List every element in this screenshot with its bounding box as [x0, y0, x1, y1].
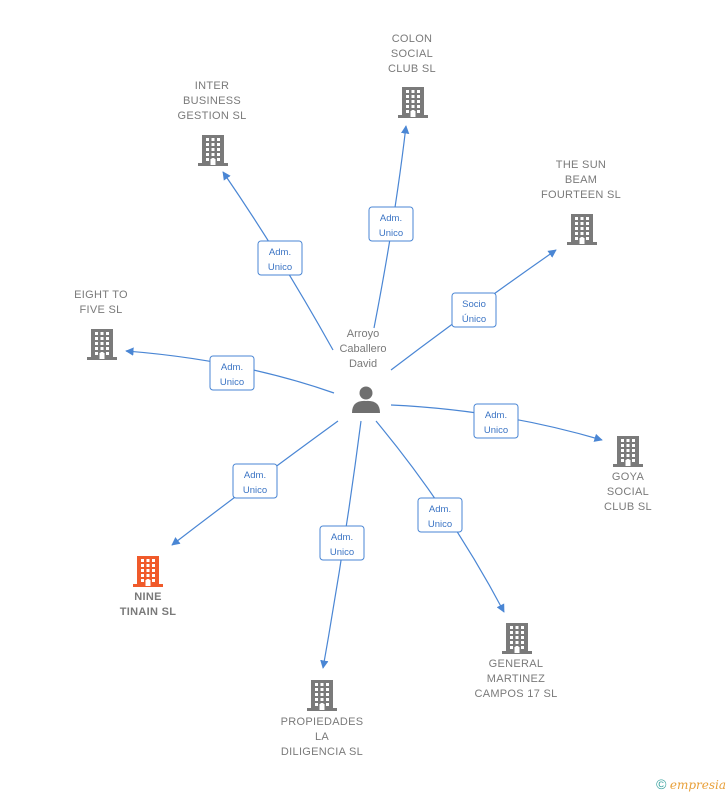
edge-colon[interactable]: Adm.Unico	[368, 125, 414, 329]
building-icon	[502, 623, 532, 654]
edge-inter[interactable]: Adm.Unico	[222, 171, 334, 351]
edge-label-box[interactable]	[232, 463, 278, 499]
building-icon	[398, 87, 428, 118]
edge-label-box[interactable]	[451, 292, 497, 328]
building-icon	[613, 436, 643, 467]
edge-nine[interactable]: Adm.Unico	[171, 420, 339, 546]
copyright-icon: ©	[656, 776, 667, 792]
edge-label: Adm.Unico	[379, 213, 403, 239]
edge-label-box[interactable]	[473, 403, 519, 439]
edge-propiedades[interactable]: Adm.Unico	[319, 420, 365, 669]
edge-label: Adm.Unico	[484, 410, 508, 436]
edge-eight[interactable]: Adm.Unico	[125, 347, 335, 394]
edge-label: Adm.Unico	[243, 470, 267, 496]
edge-label: Adm.Unico	[268, 247, 292, 273]
footer-credit: © empresia	[656, 776, 726, 792]
edge-label-box[interactable]	[257, 240, 303, 276]
edge-general[interactable]: Adm.Unico	[375, 420, 505, 613]
edge-label-box[interactable]	[368, 206, 414, 242]
building-icon	[567, 214, 597, 245]
person-icon	[352, 386, 380, 413]
edge-label-box[interactable]	[209, 355, 255, 391]
building-icon	[87, 329, 117, 360]
edge-goya[interactable]: Adm.Unico	[390, 403, 603, 442]
edge-label-box[interactable]	[319, 525, 365, 561]
brand-logo[interactable]: empresia	[669, 778, 726, 792]
edge-label-box[interactable]	[417, 497, 463, 533]
edge-label: Adm.Unico	[428, 504, 452, 530]
building-icon	[133, 556, 163, 587]
edge-label: Adm.Unico	[220, 362, 244, 388]
building-icon	[198, 135, 228, 166]
edge-label: Adm.Unico	[330, 532, 354, 558]
building-icon	[307, 680, 337, 711]
